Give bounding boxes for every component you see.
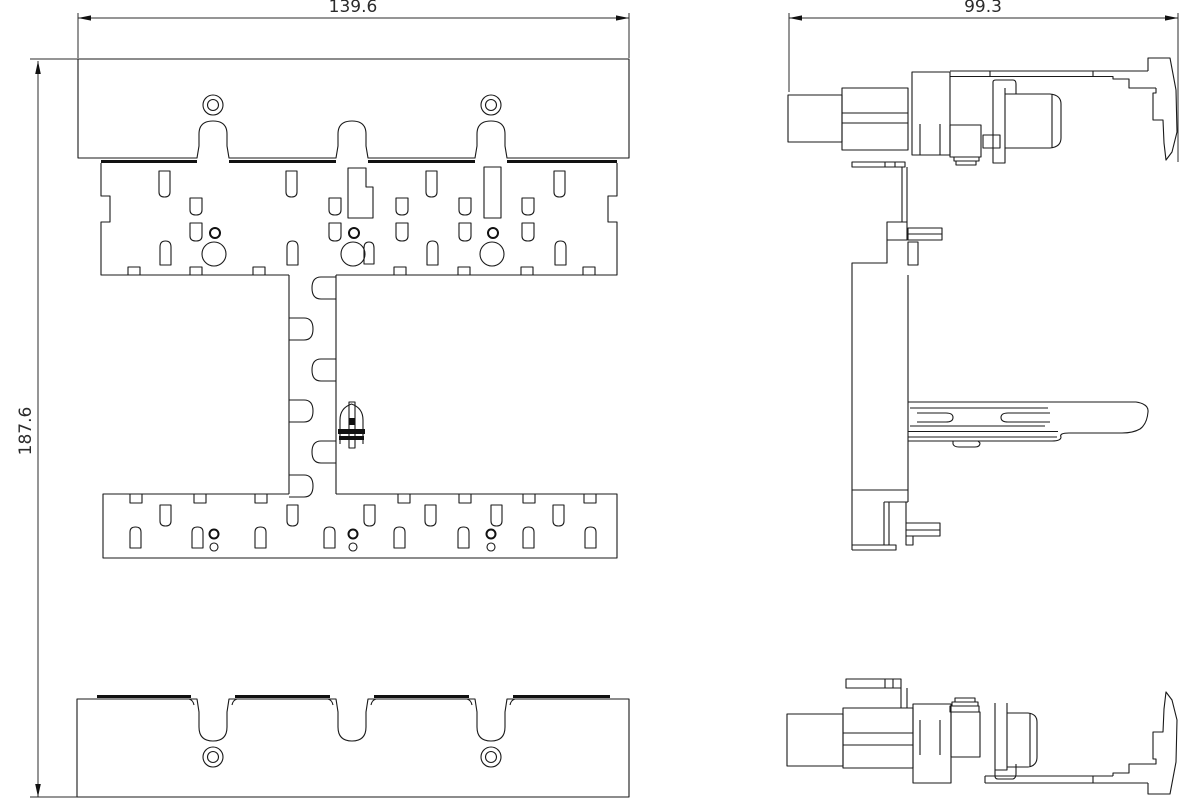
connector-barrel [1007,712,1038,768]
top-mounting-plate [77,58,630,163]
central-spine [288,275,337,498]
arrowhead-left [789,15,802,21]
front-view [76,58,630,798]
lower-perforated-band [102,493,618,559]
screw-hole-outer [202,94,224,116]
arrowhead-up [35,61,41,74]
din-rail-hook-top [1147,57,1178,161]
screw-hole-outer [202,746,224,768]
latch-detail [338,401,365,449]
side-view [786,57,1178,795]
dimension-front-height: 187.6 [16,58,78,798]
front-width-label: 139.6 [329,0,378,17]
dimension-front-width: 139.6 [77,0,630,58]
screw-hole-inner [484,750,498,764]
connector-barrel [1005,93,1062,149]
latch-bead [349,418,355,425]
dimension-side-width: 99.3 [788,0,1179,162]
screw-hole-inner [484,98,498,112]
bottom-mounting-plate [76,695,630,798]
screw-hole-inner [206,750,220,764]
arrowhead-right [616,15,629,21]
din-rail-hook-bottom [1112,691,1178,795]
arrowhead-left [78,15,91,21]
front-height-label: 187.6 [16,407,36,456]
side-central-column [851,161,943,551]
side-top-assembly [787,57,1178,166]
latch-bar [339,436,364,440]
side-bottom-assembly [786,678,1178,795]
screw-hole-inner [206,98,220,112]
side-latch-arm [908,401,1149,448]
side-width-label: 99.3 [964,0,1002,17]
screw-hole-outer [480,94,502,116]
arrowhead-right [1165,15,1178,21]
latch-bar [338,429,365,434]
upper-perforated-band [100,163,618,276]
screw-hole-outer [480,746,502,768]
arrowhead-down [35,784,41,797]
